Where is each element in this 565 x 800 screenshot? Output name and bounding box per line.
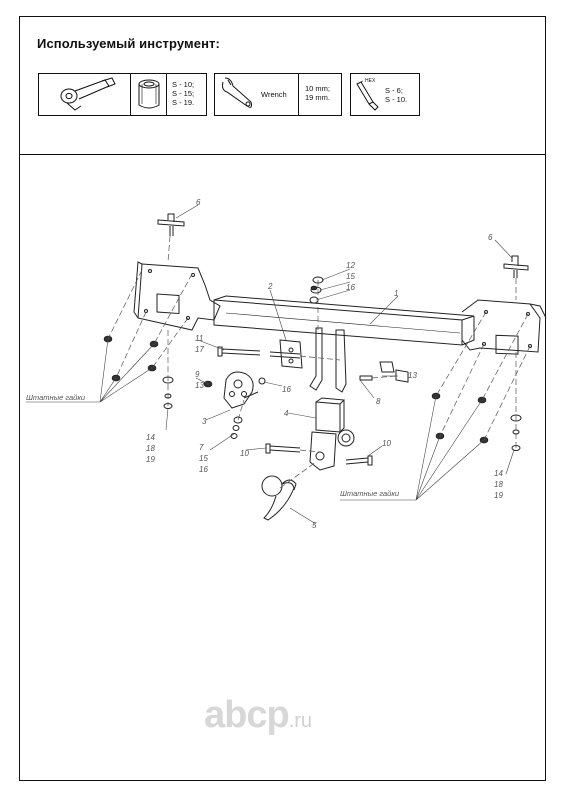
bolt-upper: [221, 348, 261, 356]
callout-6-right: 6: [488, 233, 493, 242]
socket-icon: [131, 74, 167, 115]
callout-18-left: 18: [146, 444, 155, 453]
stock-nuts-label-left: Штатные гайки: [26, 393, 86, 402]
tool-socket-set: S - 10; S - 15; S - 19.: [38, 73, 207, 116]
bolt-10-left: [269, 445, 301, 453]
callout-8: 8: [376, 397, 381, 406]
vertical-bracket-right: [335, 329, 347, 393]
bolt-6-right: [503, 255, 529, 278]
wrench-size-10: 10 mm;: [305, 84, 331, 93]
washer-16: [258, 377, 266, 385]
assembly-lines: [107, 235, 531, 489]
left-mounting-plate: [133, 261, 221, 331]
wrench-label: Wrench: [261, 90, 287, 99]
tool-wrench: Wrench 10 mm; 19 mm.: [214, 73, 342, 116]
right-mounting-plate: [461, 299, 547, 355]
callout-2: 2: [267, 282, 273, 291]
bracket-plate: [279, 339, 303, 369]
callout-3: 3: [202, 417, 207, 426]
wrench-size-19: 19 mm.: [305, 93, 331, 102]
hex-size-6: S - 6;: [385, 86, 403, 95]
callout-18-right: 18: [494, 480, 503, 489]
bolt-10-right: [345, 457, 369, 465]
socket-size-15: S - 15;: [172, 89, 195, 98]
callout-17: 17: [195, 345, 204, 354]
bolt-6-left: [157, 213, 185, 236]
callout-14-right: 14: [494, 469, 503, 478]
stock-nuts: [103, 285, 489, 444]
tool-hex-key: HEX S - 6; S - 10.: [350, 73, 420, 116]
hex-key-icon: [356, 80, 379, 111]
tow-ball: [261, 475, 297, 521]
callout-9: 9: [195, 370, 200, 379]
callout-19-left: 19: [146, 455, 155, 464]
nut-right-b: [395, 369, 409, 383]
callout-14-left: 14: [146, 433, 155, 442]
callout-16-low: 16: [199, 465, 208, 474]
callout-10-right: 10: [382, 439, 391, 448]
callout-13-right: 13: [408, 371, 417, 380]
socket-size-10: S - 10;: [172, 80, 195, 89]
callout-15-mid: 15: [199, 454, 208, 463]
callout-7: 7: [199, 443, 204, 452]
callout-1: 1: [394, 289, 398, 298]
socket-size-19: S - 19.: [172, 98, 195, 107]
crossbar: [213, 295, 475, 346]
watermark-logo: abcp.ru: [204, 694, 312, 737]
socket-holder: [223, 371, 259, 409]
hex-tag: HEX: [365, 78, 376, 84]
stock-nuts-label-right: Штатные гайки: [340, 489, 400, 498]
page-frame: [19, 16, 546, 781]
hex-size-10: S - 10.: [385, 95, 408, 104]
callout-13-left: 13: [195, 381, 204, 390]
callout-12: 12: [346, 261, 355, 270]
watermark-suffix: .ru: [288, 710, 313, 732]
nut-right-a: [379, 361, 395, 373]
callout-4: 4: [284, 409, 289, 418]
watermark-main: abcp: [204, 694, 290, 736]
leader-lines: [26, 204, 515, 525]
callout-16-mid: 16: [282, 385, 291, 394]
callout-11: 11: [195, 334, 203, 343]
callout-6-left: 6: [196, 198, 201, 207]
callout-10-left: 10: [240, 449, 249, 458]
tools-heading: Используемый инструмент:: [37, 36, 220, 51]
callout-16-top: 16: [346, 283, 355, 292]
ratchet-icon: [39, 74, 131, 115]
ball-mount-bracket: [309, 397, 355, 471]
callout-5: 5: [312, 521, 317, 530]
header-separator: [19, 154, 546, 155]
vertical-bracket-left: [309, 327, 323, 391]
callout-15-top: 15: [346, 272, 355, 281]
wrench-icon: Wrench: [215, 74, 299, 115]
callout-19-right: 19: [494, 491, 503, 500]
